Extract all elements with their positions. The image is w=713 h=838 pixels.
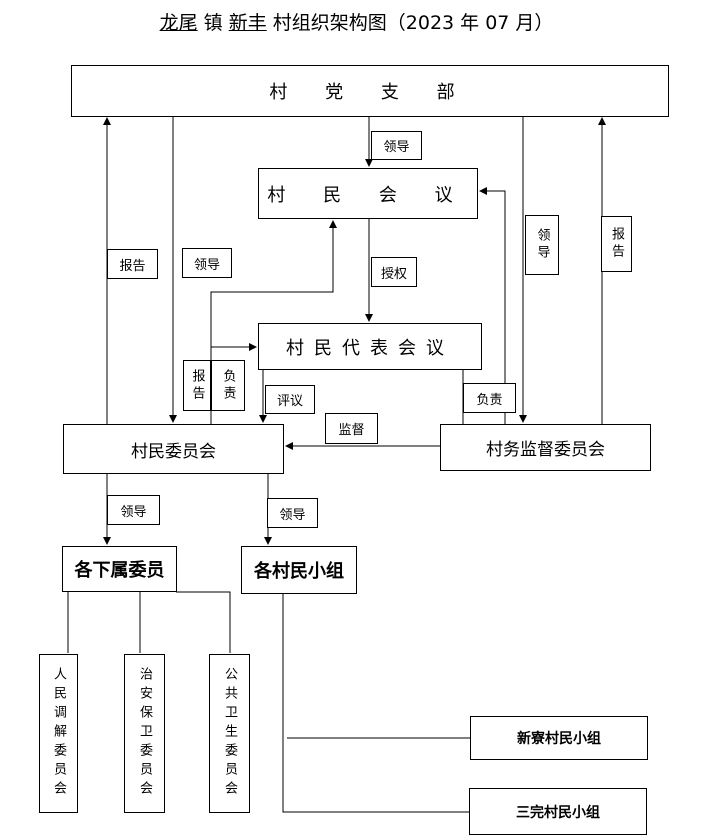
node-villagers-meeting: 村 民 会 议 <box>258 168 478 219</box>
node-sub-committees: 各下属委员 <box>62 546 177 592</box>
label-responsible-supervision: 负责 <box>463 383 516 413</box>
label-lead-right: 领导 <box>525 215 559 275</box>
node-supervision: 村务监督委员会 <box>440 424 651 471</box>
label-lead-left: 领导 <box>182 248 232 278</box>
label-review: 评议 <box>265 385 315 414</box>
label-authorize: 授权 <box>371 257 417 287</box>
edge-sub-health <box>176 591 231 653</box>
node-committee: 村民委员会 <box>63 424 284 474</box>
label-lead-groups: 领导 <box>267 498 318 528</box>
label-lead-party-meeting: 领导 <box>371 131 422 160</box>
label-report-left: 报告 <box>107 249 158 279</box>
node-party-branch: 村 党 支 部 <box>71 65 669 117</box>
title-town-suffix: 镇 <box>203 12 223 34</box>
node-mediation: 人民调解委员会 <box>39 654 78 813</box>
title-village: 新丰 <box>228 12 267 34</box>
node-group-2: 三完村民小组 <box>469 788 647 835</box>
edge-groups-to-group2 <box>282 594 470 813</box>
label-lead-sub: 领导 <box>107 495 160 525</box>
node-security: 治安保卫委员会 <box>124 654 165 813</box>
edge-supervision-to-meeting <box>479 187 506 424</box>
edge-committee-to-meeting <box>210 220 337 424</box>
label-report-right: 报告 <box>601 216 632 272</box>
page-title: 龙尾 镇 新丰 村组织架构图（2023 年 07 月） <box>0 8 713 35</box>
node-rep-meeting: 村民代表会议 <box>258 323 482 370</box>
node-villager-groups: 各村民小组 <box>241 546 357 594</box>
label-supervise: 监督 <box>325 413 378 444</box>
title-town: 龙尾 <box>159 12 198 34</box>
title-rest: 村组织架构图（2023 年 07 月） <box>272 12 554 34</box>
node-group-1: 新寮村民小组 <box>470 716 648 760</box>
label-responsible-committee: 负责 <box>211 360 245 411</box>
node-health: 公共卫生委员会 <box>209 654 250 813</box>
label-report-committee: 报告 <box>183 360 211 411</box>
